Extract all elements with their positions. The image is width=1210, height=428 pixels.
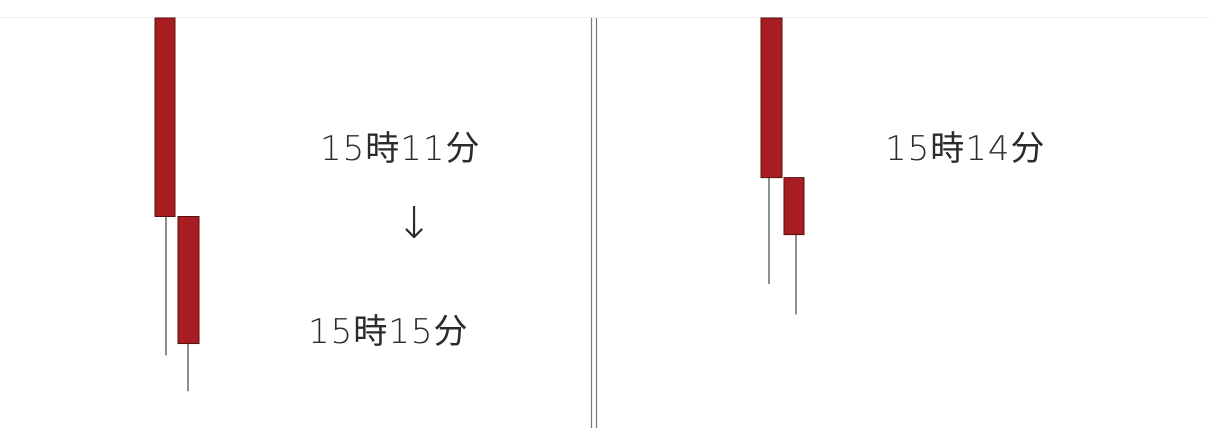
left-end-time-label: 15時15分 [308,312,469,352]
top-border [0,17,1210,18]
right-candle-1-body [760,17,783,179]
arrow-down-icon: ↓ [396,198,433,249]
panel-divider [590,18,598,428]
right-time-label: 15時14分 [885,129,1046,169]
right-candles [760,17,805,315]
left-candles [154,17,200,392]
left-start-time-label: 15時11分 [320,129,481,169]
left-candle-2-body [177,216,200,345]
left-candle-1-body [154,17,176,217]
right-candle-2-body [783,177,805,236]
arrow-down-glyph: ↓ [396,198,433,249]
left-panel: 15時11分 ↓ 15時15分 [154,17,481,392]
right-panel: 15時14分 [760,17,1046,315]
